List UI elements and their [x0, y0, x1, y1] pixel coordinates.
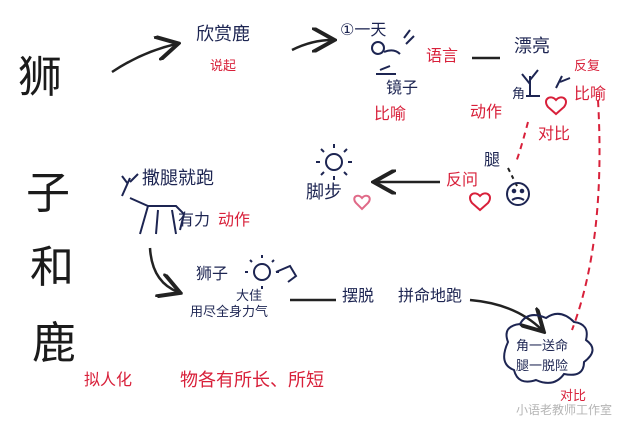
node-beautiful: 漂亮 — [514, 36, 550, 57]
heart-icon-1 — [545, 96, 567, 116]
arrow-run-to-lion — [148, 247, 178, 292]
node-escape: 摆脱 — [342, 286, 375, 305]
node-antler: 角 — [512, 87, 526, 102]
node-antler-death: 角一送命 — [516, 339, 569, 354]
node-mirror: 镜子 — [386, 78, 419, 97]
node-leg: 腿 — [484, 150, 501, 169]
lion-icon — [245, 255, 298, 289]
title-char-lu: 鹿 — [32, 318, 76, 369]
title-char-shi: 狮 — [18, 52, 62, 103]
node-language: 语言 — [426, 46, 459, 65]
node-leg-survive: 腿一脱险 — [516, 359, 569, 374]
node-rhetorical-question: 反问 — [446, 170, 479, 189]
node-metaphor-1: 比喻 — [374, 104, 407, 123]
node-desperate-run: 拼命地跑 — [398, 286, 463, 305]
title-char-zi: 子 — [26, 168, 70, 219]
heart-icon-3 — [353, 194, 371, 211]
node-all-strength: 用尽全身力气 — [190, 305, 269, 320]
arrow-run-to-cloud — [469, 298, 542, 330]
node-big: 大佳 — [236, 289, 263, 304]
node-contrast: 对比 — [538, 124, 571, 143]
dashed-antler-to-cloud — [571, 99, 601, 331]
watermark-text: 小语老教师工作室 — [516, 403, 613, 417]
node-footsteps: 脚步 — [306, 182, 342, 203]
arrow-appreciate-to-oneday — [291, 40, 332, 50]
node-start: 说起 — [210, 59, 237, 74]
node-lion: 狮子 — [196, 264, 229, 283]
running-deer-icon — [121, 173, 186, 235]
node-run-away: 撒腿就跑 — [142, 168, 214, 189]
antler-doodle-icon — [521, 69, 571, 97]
node-powerful: 有力 — [178, 210, 211, 229]
node-contrast-2: 对比 — [560, 389, 587, 404]
node-repetition: 反复 — [574, 59, 601, 74]
node-one-day: ①一天 — [340, 20, 387, 39]
heart-icon-2 — [469, 192, 491, 212]
sad-face-icon — [506, 182, 530, 206]
node-appreciate-deer: 欣赏鹿 — [196, 24, 250, 45]
node-moral: 物各有所长、所短 — [180, 370, 324, 391]
node-action-2: 动作 — [218, 210, 251, 229]
node-action-1: 动作 — [470, 102, 503, 121]
cloud-bubble — [503, 312, 594, 384]
title-char-he: 和 — [30, 242, 74, 293]
dashed-contrast-link — [515, 121, 529, 163]
node-personification: 拟人化 — [84, 370, 133, 389]
deer-small-icon — [371, 29, 415, 75]
sun-icon — [316, 144, 352, 180]
node-metaphor-2: 比喻 — [574, 84, 607, 103]
dashed-leg-to-face — [507, 167, 519, 189]
arrow-title-to-appreciate — [111, 44, 176, 74]
